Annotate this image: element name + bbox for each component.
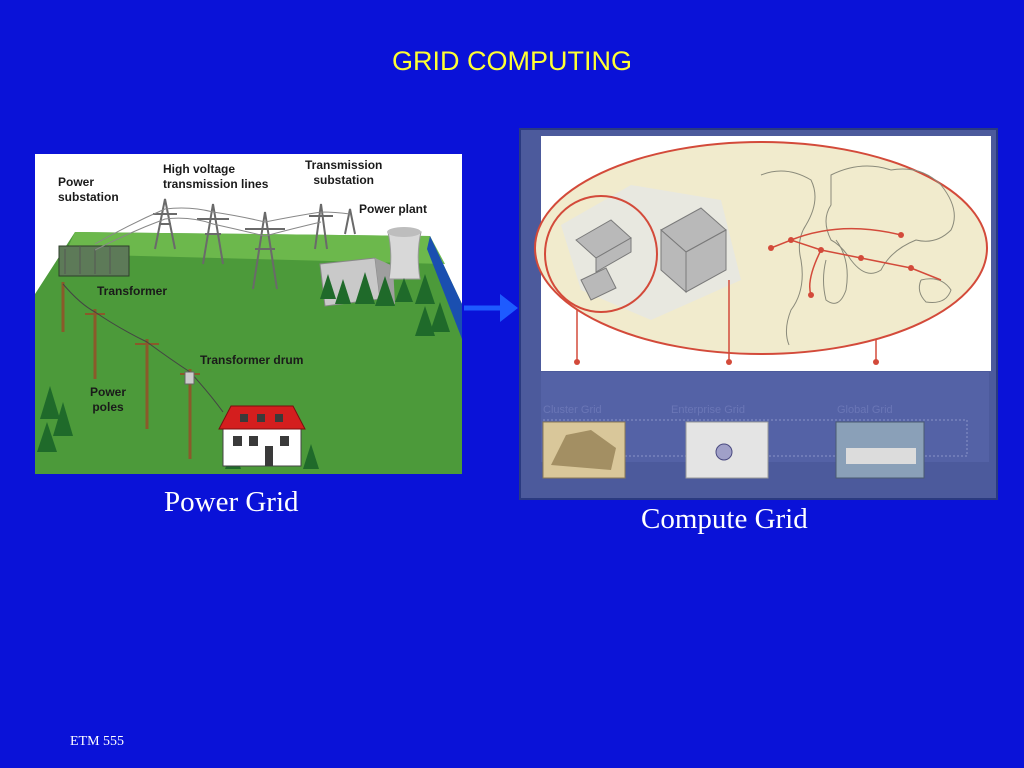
- global-grid-label: Global Grid: [837, 404, 893, 416]
- label-transformer-drum: Transformer drum: [200, 353, 304, 367]
- cluster-grid-label: Cluster Grid: [543, 404, 602, 416]
- label-power-plant: Power plant: [359, 202, 428, 216]
- arrow-right-icon: [464, 294, 518, 322]
- footer-course-code: ETM 555: [70, 734, 125, 749]
- power-grid-caption: Power Grid: [164, 486, 299, 518]
- enterprise-grid-label: Enterprise Grid: [671, 404, 745, 416]
- compute-grid-scene: [534, 136, 991, 479]
- slide-title: GRID COMPUTING: [392, 46, 632, 76]
- label-power-substation: Power substation: [58, 175, 119, 204]
- power-grid-scene: [35, 198, 462, 474]
- compute-grid-caption: Compute Grid: [641, 503, 808, 535]
- compute-grid-illustration: Cluster Grid Enterprise Grid Global Grid: [519, 128, 998, 500]
- label-transmission-substation: Transmission substation: [305, 158, 383, 187]
- power-grid-illustration: Power substation High voltage transmissi…: [35, 154, 462, 474]
- label-transformer: Transformer: [97, 284, 168, 298]
- label-power-poles: Power poles: [90, 385, 127, 414]
- label-high-voltage-lines: High voltage transmission lines: [163, 162, 269, 191]
